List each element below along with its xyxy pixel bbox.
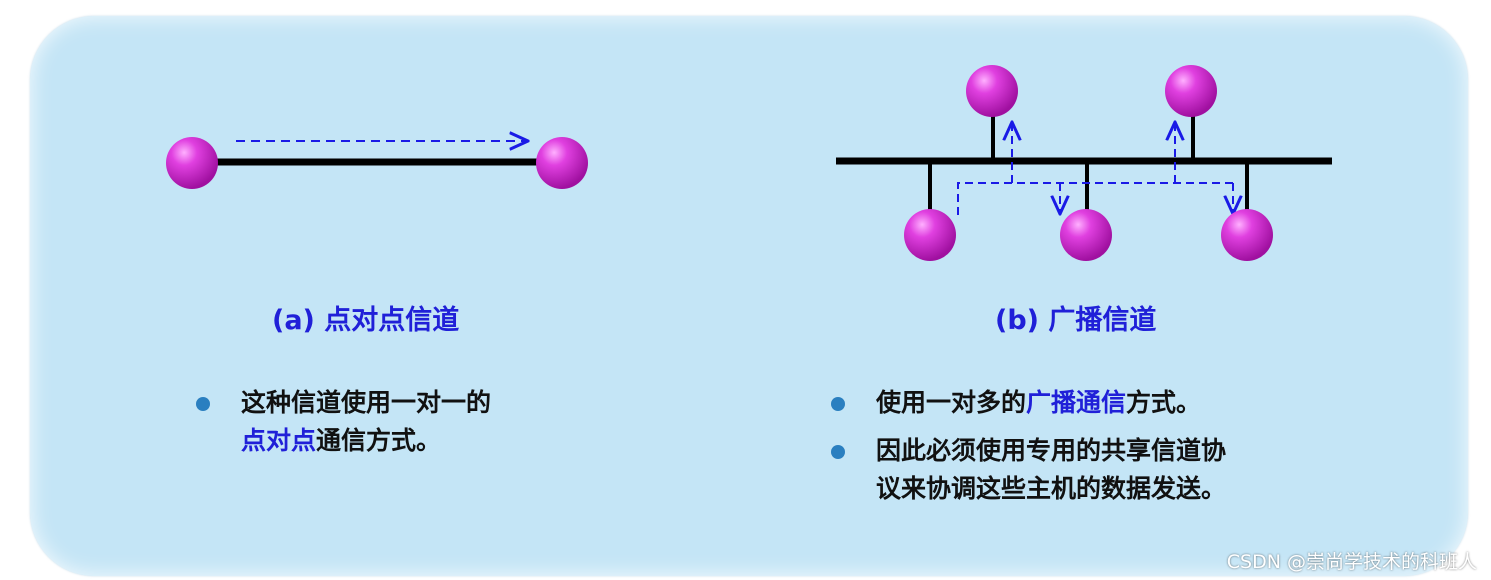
bullet-left-line2: 点对点通信方式。 (241, 422, 491, 460)
highlight-broadcast: 广播通信 (1026, 388, 1127, 417)
bullet-text-right-2: 因此必须使用专用的共享信道协 议来协调这些主机的数据发送。 (876, 432, 1226, 508)
broadcast-diagram (836, 65, 1332, 261)
p2p-node-right (536, 137, 588, 189)
bullet-text-right-1: 使用一对多的广播通信方式。 (876, 384, 1201, 422)
bullet-right1-after: 方式。 (1126, 388, 1202, 417)
bullet-text-left: 这种信道使用一对一的 点对点通信方式。 (241, 384, 491, 460)
bullet-left-line2-rest: 通信方式。 (316, 426, 442, 455)
bullet-dot-left (196, 397, 210, 411)
caption-point-to-point: (a) 点对点信道 (272, 305, 460, 336)
csdn-watermark: CSDN @崇尚学技术的科班人 (1226, 551, 1477, 573)
p2p-node-left (166, 137, 218, 189)
background-panel (30, 16, 1468, 576)
bullet-dot-right-1 (831, 397, 845, 411)
point-to-point-diagram (166, 137, 588, 189)
bullet-right2-line2: 议来协调这些主机的数据发送。 (876, 474, 1227, 503)
broadcast-node-bottom-2 (1060, 209, 1112, 261)
caption-broadcast: (b) 广播信道 (995, 305, 1157, 336)
broadcast-node-top-2 (1165, 65, 1217, 117)
broadcast-node-top-1 (966, 65, 1018, 117)
highlight-point-to-point: 点对点 (241, 426, 317, 455)
broadcast-node-bottom-1 (904, 209, 956, 261)
bullet-dot-right-2 (831, 445, 845, 459)
broadcast-dashed-path (957, 122, 1233, 215)
bullet-right1-line: 使用一对多的广播通信方式。 (876, 384, 1201, 422)
bullet-right1-before: 使用一对多的 (876, 388, 1027, 417)
bullet-right2-line1: 因此必须使用专用的共享信道协 (876, 436, 1227, 465)
bullet-left-line1: 这种信道使用一对一的 (241, 388, 492, 417)
broadcast-node-bottom-3 (1221, 209, 1273, 261)
